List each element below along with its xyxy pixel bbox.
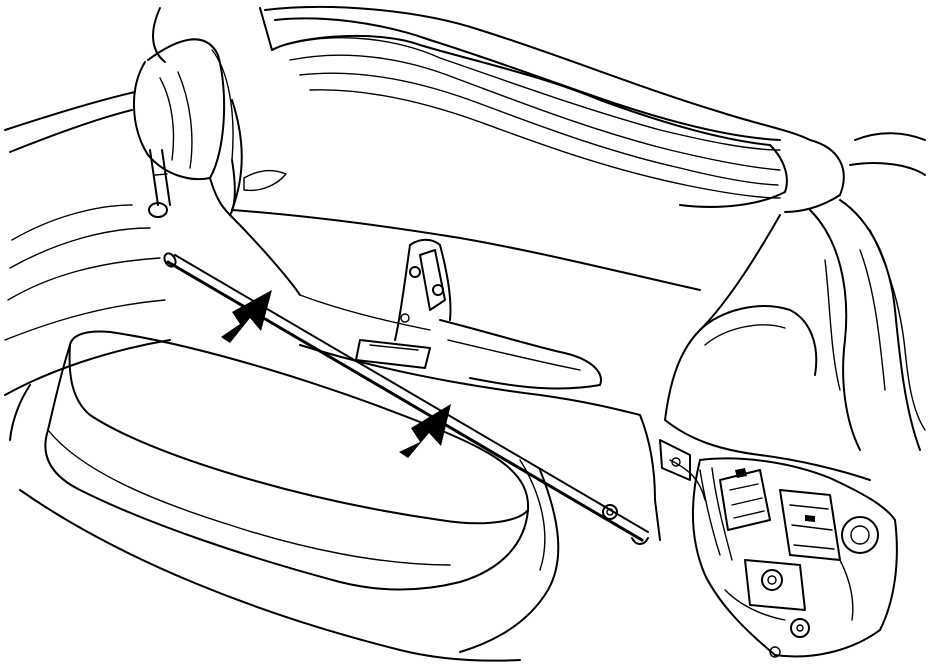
arrow-icon	[399, 404, 451, 458]
seat-back-cushion	[132, 7, 236, 216]
trunk-back-wall	[229, 99, 701, 331]
support-rod	[163, 252, 649, 545]
right-quarter-panel	[664, 132, 926, 481]
spare-tire-cover	[44, 330, 530, 591]
arrow-icon	[221, 290, 272, 343]
trunk-seal-strip	[299, 319, 641, 416]
latch-striker	[355, 238, 452, 369]
tail-lamp-assembly	[692, 457, 898, 658]
trunk-left-wall	[4, 91, 171, 396]
callout-arrows	[221, 290, 451, 458]
seat-belt-buckle	[148, 149, 171, 218]
trunk-right-edge	[602, 414, 706, 541]
trunk-floor	[9, 384, 560, 662]
rear-parcel-shelf	[259, 5, 845, 213]
